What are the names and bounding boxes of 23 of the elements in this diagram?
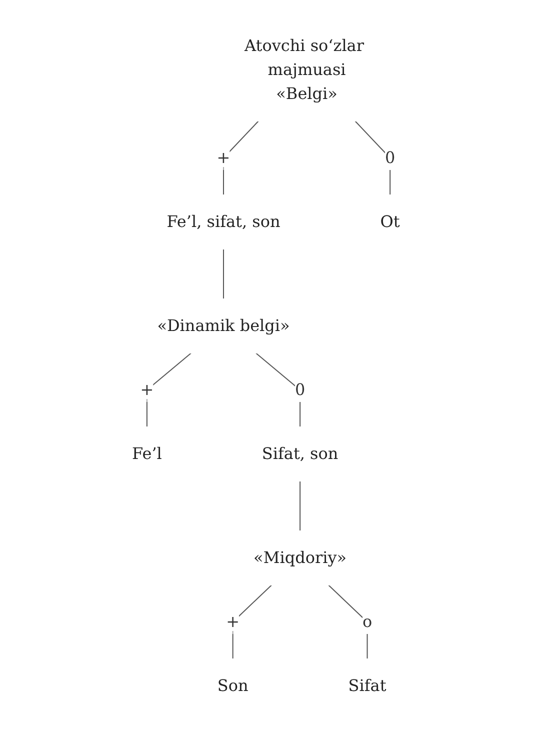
node-text: Fe’l, sifat, son bbox=[166, 212, 280, 231]
connector bbox=[255, 352, 301, 427]
edge-label: + bbox=[140, 380, 154, 398]
edge-label: + bbox=[226, 611, 240, 630]
node-text: Sifat bbox=[348, 675, 386, 694]
node-text: «Miqdoriy» bbox=[254, 547, 347, 566]
edge-label: 0 bbox=[295, 380, 306, 398]
connector bbox=[232, 584, 272, 659]
node-text: Atovchi so‘zlar majmuasi «Belgi» bbox=[244, 36, 364, 103]
connector bbox=[223, 120, 260, 195]
connector bbox=[223, 248, 224, 299]
edge-label: 0 bbox=[385, 148, 396, 167]
node-text: Fe’l bbox=[132, 443, 162, 462]
edge-label: + bbox=[216, 148, 230, 167]
node-text: Sifat, son bbox=[262, 443, 338, 462]
node-text: «Dinamik belgi» bbox=[157, 316, 290, 334]
connector bbox=[328, 584, 368, 659]
edge-label: o bbox=[362, 611, 372, 630]
connector bbox=[300, 480, 301, 531]
node-text: Ot bbox=[380, 212, 400, 231]
node-text: Son bbox=[217, 675, 248, 694]
connector bbox=[146, 352, 192, 427]
connector bbox=[354, 120, 391, 195]
